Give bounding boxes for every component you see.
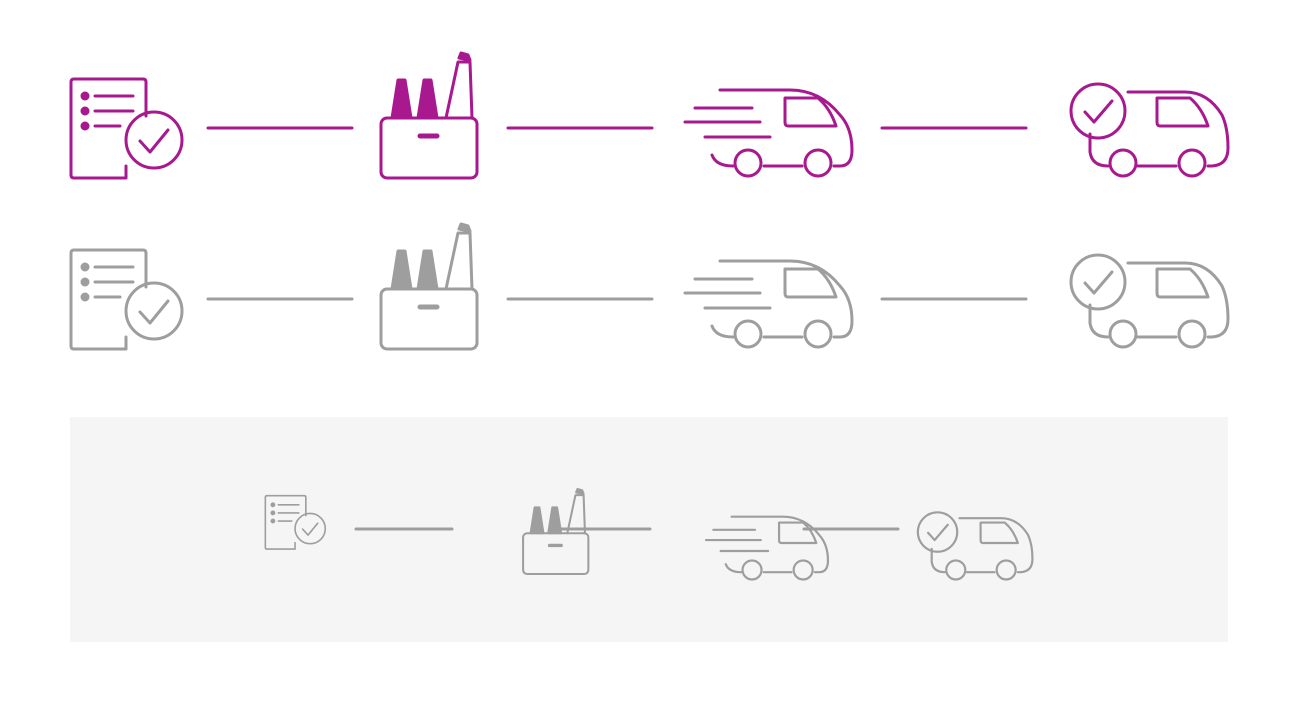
- speeding-van-icon: [683, 88, 854, 178]
- progress-row-active-svg: [69, 51, 1230, 180]
- van-check-icon: [1069, 253, 1230, 349]
- speeding-van-icon: [683, 259, 854, 349]
- checklist-check-icon: [69, 248, 184, 351]
- progress-row-inactive: [0, 171, 1298, 371]
- progress-row-active: [0, 0, 1298, 200]
- progress-row-inactive-svg: [69, 222, 1230, 351]
- pen-holder-box-icon: [522, 488, 590, 576]
- compact-progress-panel: [70, 417, 1228, 642]
- speeding-van-icon: [704, 515, 830, 581]
- van-check-icon: [1069, 82, 1230, 178]
- pen-holder-box-icon: [379, 51, 479, 180]
- checklist-check-icon: [69, 77, 184, 180]
- checklist-check-icon: [264, 494, 327, 550]
- pen-holder-box-icon: [379, 222, 479, 351]
- van-check-icon: [916, 511, 1034, 581]
- compact-progress-row-svg: [70, 417, 1228, 642]
